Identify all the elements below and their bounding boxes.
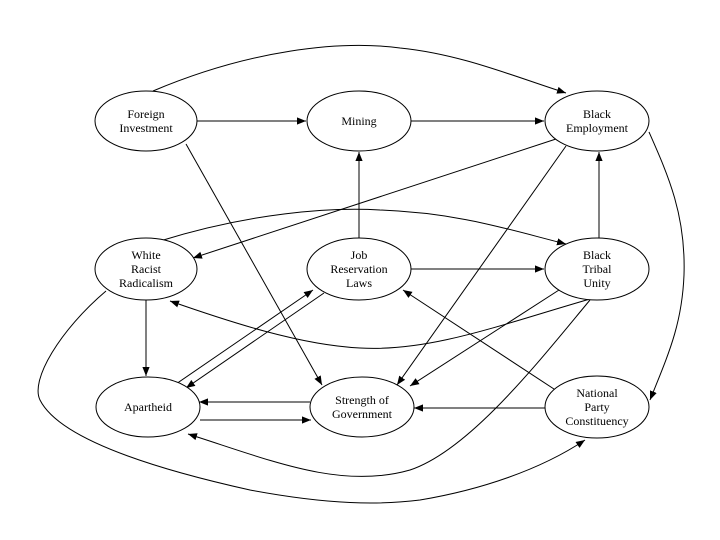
node-label: Unity	[583, 276, 610, 290]
node-mining: Mining	[306, 90, 412, 152]
node-label: Apartheid	[124, 400, 172, 414]
node-label: Constituency	[565, 414, 628, 428]
edge-apartheid-to-job-reservation-laws	[175, 289, 314, 385]
node-label: Black	[583, 248, 611, 262]
node-label: Employment	[566, 121, 629, 135]
edge-black-employment-to-strength-of-government	[396, 145, 567, 386]
edge-foreign-investment-to-black-employment	[152, 45, 567, 94]
node-ellipse	[544, 237, 650, 301]
edge-foreign-investment-to-strength-of-government	[185, 143, 323, 386]
node-label: Racist	[131, 262, 162, 276]
node-label: Radicalism	[119, 276, 174, 290]
node-ellipse	[544, 90, 650, 152]
edge-black-tribal-unity-to-strength-of-government	[409, 289, 560, 387]
node-label: National	[576, 386, 618, 400]
edge-black-tribal-unity-to-white-racist-radicalism	[169, 298, 591, 349]
node-label: Black	[583, 107, 611, 121]
node-label: Tribal	[583, 262, 613, 276]
node-label: Foreign	[127, 107, 164, 121]
node-apartheid: Apartheid	[95, 376, 201, 438]
node-label: Party	[584, 400, 609, 414]
node-ellipse	[544, 375, 650, 439]
edge-white-racist-radicalism-to-black-tribal-unity	[159, 208, 567, 246]
edge-job-reservation-laws-to-apartheid	[185, 292, 325, 389]
node-ellipse	[94, 237, 198, 301]
edges-layer	[37, 45, 685, 504]
node-ellipse	[306, 90, 412, 152]
edge-black-employment-to-national-party-constituency	[648, 131, 685, 401]
edge-national-party-constituency-to-job-reservation-laws	[402, 289, 558, 392]
node-label: Strength of	[335, 393, 389, 407]
node-label: Job	[351, 248, 368, 262]
node-ellipse	[306, 237, 412, 301]
node-label: Laws	[346, 276, 372, 290]
node-label: Mining	[341, 114, 376, 128]
edge-white-racist-radicalism-to-national-party-constituency	[37, 290, 586, 504]
node-ellipse	[309, 376, 415, 438]
node-label: White	[131, 248, 160, 262]
node-ellipse	[94, 90, 198, 152]
node-label: Reservation	[330, 262, 387, 276]
edge-black-employment-to-white-racist-radicalism	[192, 138, 557, 259]
node-label: Government	[332, 407, 393, 421]
edge-black-tribal-unity-to-apartheid	[187, 299, 591, 477]
node-ellipse	[95, 376, 201, 438]
node-label: Investment	[119, 121, 173, 135]
